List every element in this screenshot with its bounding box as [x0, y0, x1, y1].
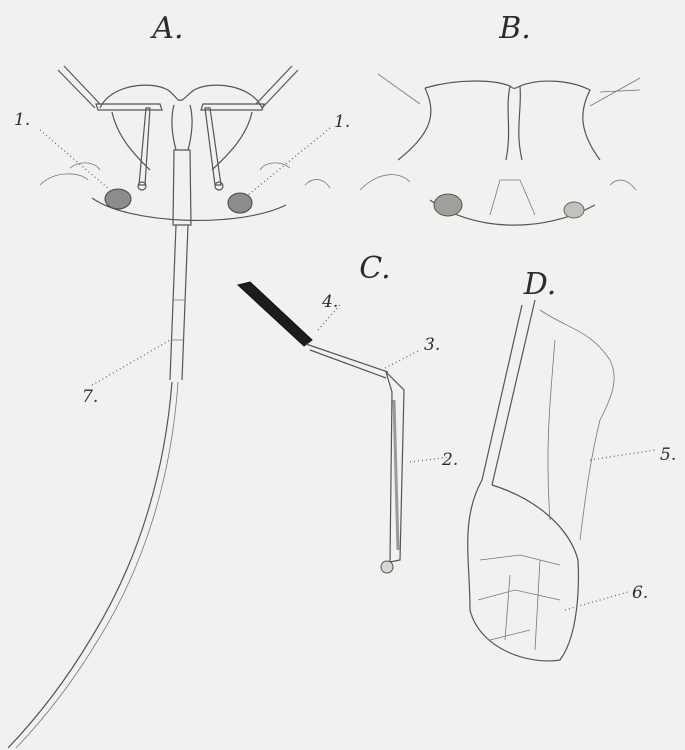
figure-a-right-tibia: [205, 108, 221, 185]
figure-b-right-eye: [564, 202, 584, 218]
label-2: 2.: [441, 450, 458, 470]
figure-a-right-tarsus: [215, 182, 223, 190]
leader-7: [92, 340, 170, 385]
figure-a-outer-contours: [40, 174, 330, 188]
figure-b: [360, 74, 640, 225]
figure-c-upper-segment: [306, 344, 388, 378]
leader-1-right: [248, 128, 330, 195]
figure-c-leg-shade: [394, 400, 398, 550]
panel-letter-c: C.: [359, 251, 390, 286]
figure-a-right-antenna: [256, 66, 298, 108]
panel-letter-b: B.: [498, 11, 531, 46]
label-6: 6.: [632, 583, 648, 603]
label-1-left: 1.: [14, 110, 30, 130]
figure-a-rostrum-top: [172, 105, 192, 150]
leader-3: [385, 350, 420, 368]
figure-d-shaft: [482, 300, 535, 485]
figure-d-sac: [468, 480, 579, 661]
label-1-right: 1.: [334, 112, 350, 132]
label-7: 7.: [82, 387, 98, 407]
panel-letter-a: A.: [149, 11, 183, 46]
figure-d-wing-outline: [540, 310, 614, 540]
figure-a-rostrum-base: [173, 150, 191, 225]
figure-a-rostrum-shaft: [170, 225, 188, 380]
leader-6: [565, 592, 628, 610]
figure-a: [8, 66, 330, 748]
label-3: 3.: [424, 335, 440, 355]
figure-d-sac-cells: [478, 555, 560, 650]
figure-a-left-eye: [105, 189, 131, 209]
figure-a-left-tarsus: [138, 182, 146, 190]
figure-b-center-plate: [490, 180, 535, 215]
figure-b-left-eye: [434, 194, 462, 216]
panel-letter-d: D.: [523, 267, 557, 302]
figure-a-side-contours: [70, 163, 290, 170]
label-5: 5.: [660, 445, 676, 465]
leader-5: [590, 450, 655, 460]
figure-a-left-antenna: [58, 66, 100, 108]
label-4: 4.: [321, 292, 338, 312]
figure-b-midline: [506, 86, 522, 160]
figure-b-top-outline: [425, 81, 600, 160]
figure-d: [468, 300, 655, 661]
figure-c: [238, 282, 450, 573]
figure-a-thorax-sides: [112, 112, 252, 170]
figure-a-filament: [8, 382, 172, 748]
figure-b-left-side: [398, 88, 431, 160]
figure-c-brush-tip: [238, 282, 312, 346]
figure-d-inner-line: [548, 340, 555, 520]
figure-a-left-femur: [96, 104, 162, 110]
figure-a-right-eye: [228, 193, 252, 213]
figure-a-filament-inner: [16, 382, 178, 748]
figure-a-left-tibia: [139, 108, 150, 185]
leader-1-left: [40, 130, 110, 190]
figure-c-foot: [381, 561, 393, 573]
